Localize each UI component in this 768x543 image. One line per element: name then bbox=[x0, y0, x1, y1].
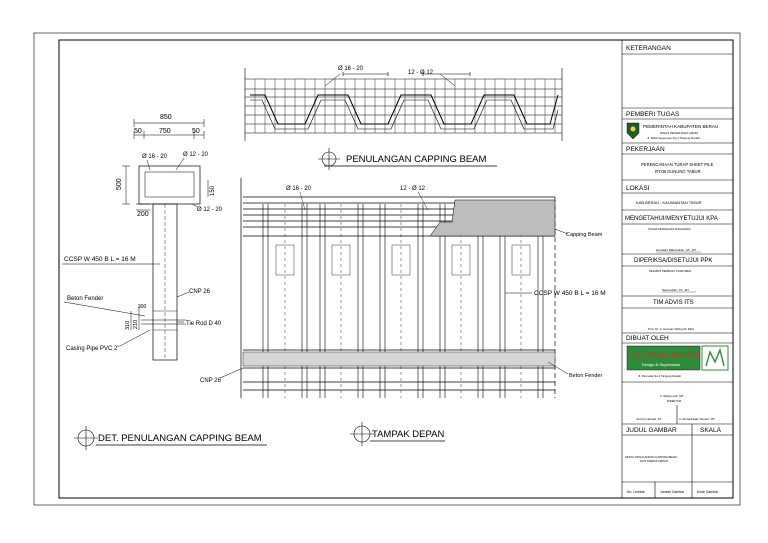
company-name: JASA TEKNIK MANDIRI bbox=[629, 352, 700, 359]
dim-150: 150 bbox=[210, 185, 216, 196]
det-penulangan-title-marker bbox=[74, 426, 98, 450]
dim-total-width: 850 bbox=[160, 114, 172, 121]
keterangan-heading: KETERANGAN bbox=[626, 45, 671, 52]
judul-gambar-heading: JUDUL GAMBAR bbox=[626, 427, 677, 434]
rebar-12-20-lower-label: Ø 12 - 20 bbox=[197, 207, 223, 213]
dim-inner-width: 750 bbox=[159, 128, 171, 135]
cnp26-bottom-label: CNP 26 bbox=[200, 378, 222, 384]
penulangan-title: PENULANGAN CAPPING BEAM bbox=[346, 154, 487, 165]
cnp26-bottom-leader bbox=[219, 367, 244, 379]
col-jumlah-gambar: Jumlah Gambar bbox=[660, 490, 685, 494]
dim-300: 300 bbox=[138, 304, 147, 310]
front-rebar-leader-2 bbox=[417, 191, 429, 211]
casing-pipe-leader bbox=[119, 329, 151, 347]
skala-heading: SKALA bbox=[700, 427, 722, 434]
penulangan-title-marker bbox=[318, 148, 340, 170]
project-line2: RT.08 GUNUNG TABUR bbox=[655, 169, 701, 174]
beton-fender-leader bbox=[63, 301, 146, 317]
agency-name: PEMERINTAH KABUPATEN BERAU bbox=[643, 124, 718, 129]
agency-sub1: DINAS PEKERJAAN UMUM bbox=[660, 131, 699, 135]
tie-rod-label: Tie Rod D 40 bbox=[186, 321, 222, 327]
sign-right-name: Ir. Ahmad Zaki Yamani, MT bbox=[679, 417, 715, 421]
cnp26-top-leader bbox=[176, 291, 190, 298]
top-rebar-16-20-label: Ø 16 - 20 bbox=[338, 66, 364, 72]
dim-210: 210 bbox=[133, 320, 139, 329]
col-no-lembar: No. Lembar bbox=[627, 490, 646, 494]
top-rebar-12-12-label: 12 - Ø 12 bbox=[408, 70, 434, 76]
col-kode-gambar: Kode Gambar bbox=[697, 490, 719, 494]
ccsp-left-label: CCSP W 450 B L = 16 M bbox=[64, 256, 136, 263]
rebar-16-20-label: Ø 16 - 20 bbox=[142, 154, 168, 160]
kpa-name: Hamdani Baharuddin, ST., MT bbox=[656, 248, 696, 252]
ppk-title: PEJABAT PEMBUAT KOMITMEN bbox=[649, 269, 691, 273]
casing-pipe-label: Casing Pipe PVC 2" bbox=[66, 346, 120, 352]
director-name: Ir. Wahyu Adi, MT bbox=[660, 394, 684, 398]
outer-border bbox=[33, 32, 741, 506]
tampak-depan-title: TAMPAK DEPAN bbox=[372, 429, 444, 440]
dim-310: 310 bbox=[125, 321, 131, 330]
ccsp-right-label: CCSP W 450 B L = 16 M bbox=[534, 290, 606, 297]
dibuat-oleh-heading: DIBUAT OLEH bbox=[626, 335, 669, 342]
sign-left-name: Jemmy Heriadi, ST bbox=[636, 417, 662, 421]
rebar-12-20-label: Ø 12 - 20 bbox=[183, 152, 209, 158]
company-sub: Design & Supervision bbox=[642, 362, 680, 367]
front-rebar-leader-1 bbox=[299, 191, 306, 211]
dim-right-offset: 50 bbox=[192, 128, 200, 135]
pemberi-tugas-heading: PEMBERI TUGAS bbox=[626, 111, 680, 118]
dim-width-200: 200 bbox=[137, 211, 149, 218]
tim-advis-heading: TIM ADVIS ITS bbox=[653, 300, 694, 306]
lokasi-heading: LOKASI bbox=[626, 185, 650, 192]
front-rebar-16-20-label: Ø 16 - 20 bbox=[286, 186, 312, 192]
kpa-title: KUASA PENGGUNA ANGGARAN bbox=[648, 227, 691, 231]
judul-line2: DAN TAMPAK DEPAN bbox=[640, 459, 668, 463]
agency-logo bbox=[626, 122, 640, 140]
detail-section-drawing bbox=[138, 165, 201, 361]
concrete-hatch-bottom bbox=[242, 351, 556, 367]
diperiksa-heading: DIPERIKSA/DISETUJUI PPK bbox=[634, 258, 712, 264]
front-rebar-12-12-label: 12 - Ø 12 bbox=[400, 186, 426, 192]
agency-sub2: Jl. Bukit Sepenyep No.1 Tanjung Redeb bbox=[647, 136, 700, 140]
company-logo bbox=[626, 345, 729, 371]
capping-beam-label: Capping Beam bbox=[566, 232, 603, 238]
company-address: Jl. Pemuda No.1 Tanjung Redeb bbox=[638, 374, 681, 378]
front-dashed-verticals bbox=[284, 204, 522, 398]
beton-fender-label: Beton Fender bbox=[67, 296, 103, 302]
tampak-depan-title-marker bbox=[350, 422, 374, 446]
det-penulangan-title: DET. PENULANGAN CAPPING BEAM bbox=[98, 433, 262, 444]
cnp26-top-label: CNP 26 bbox=[189, 289, 211, 295]
dim-height: 500 bbox=[116, 178, 123, 190]
plan-vertical-ticks bbox=[254, 79, 556, 133]
mengetahui-heading: MENGETAHUI/MENYETUJUI KPA bbox=[625, 216, 718, 222]
location-text: KAB BERAU - KALIMANTAN TIMUR bbox=[636, 200, 702, 205]
ppk-name: Samsuddin, ST., MT bbox=[662, 288, 689, 292]
pekerjaan-heading: PEKERJAAN bbox=[626, 146, 665, 153]
dim-left-offset: 50 bbox=[134, 128, 142, 135]
detail-dimension-lines bbox=[122, 119, 209, 330]
director-title: DIREKTUR bbox=[667, 399, 681, 403]
judul-line1: DETAIL PENULANGAN CAPPING BEAM bbox=[625, 455, 677, 459]
concrete-hatch-top bbox=[429, 199, 556, 237]
capping-beam-leader bbox=[554, 228, 569, 235]
its-name: Prof. Dr. Ir. Herman Wahyudi, DEA bbox=[648, 327, 694, 331]
penulangan-plan-drawing bbox=[244, 68, 563, 141]
beton-fender-right-leader bbox=[547, 361, 569, 375]
beton-fender-right-label: Beton Fender bbox=[569, 373, 602, 379]
project-line1: PERENCANAAN TURAP SHEET PILE bbox=[641, 162, 714, 167]
title-block-frame bbox=[621, 39, 734, 499]
